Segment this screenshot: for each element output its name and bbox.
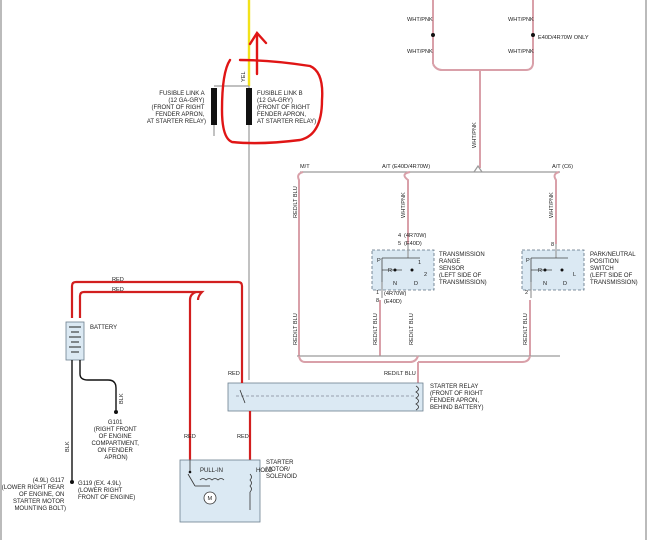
transmission-bus: M/T A/T (E40D/4R70W) A/T (C6) RED/LT BLU… <box>293 164 573 356</box>
switch-pos: P <box>377 258 381 264</box>
wire-label: RED <box>228 371 240 377</box>
wire-label: RED/LT BLU <box>293 186 299 218</box>
wire-label: RED <box>237 434 249 440</box>
wire-label: RED/LT BLU <box>373 313 379 345</box>
starter-motor-label: STARTER MOTOR/ SOLENOID <box>266 460 298 480</box>
transmission-range-sensor: 4 (4R70W) 5 (E40D) P R N D 2 1 1 (4R70W)… <box>371 233 487 356</box>
battery-section: RED RED RED RED RED BATTERY BLK BLK G101… <box>2 277 252 512</box>
switch-pos: D <box>563 281 567 287</box>
wire-label: WHT/PNK <box>407 49 433 55</box>
wire-label: RED/LT BLU <box>293 313 299 345</box>
wire-label: RED <box>184 434 196 440</box>
wire-label: RED/LT BLU <box>409 313 415 345</box>
switch-pos: L <box>573 272 576 278</box>
at-c6-label: A/T (C6) <box>552 164 573 170</box>
red-annotation <box>220 31 324 145</box>
pin-note: (E40D) <box>404 241 422 247</box>
switch-pos: R <box>538 268 542 274</box>
wire-label: RED <box>112 287 124 293</box>
fusible-link-b-label: FUSIBLE LINK B (12 GA-GRY) (FRONT OF RIG… <box>257 91 316 125</box>
fusible-link-a-label: FUSIBLE LINK A (12 GA-GRY) (FRONT OF RIG… <box>147 91 206 125</box>
wire-label: WHT/PNK <box>407 17 433 23</box>
switch-pos: D <box>414 281 418 287</box>
g101-label: G101 (RIGHT FRONT OF ENGINE COMPARTMENT,… <box>91 420 140 461</box>
lower-bus: RED/LT BLU RED/LT BLU RED/LT BLU <box>293 313 560 384</box>
motor-symbol: M <box>208 496 213 502</box>
wire-label: WHT/PNK <box>508 49 534 55</box>
battery-label: BATTERY <box>90 325 117 331</box>
switch-pos: 1 <box>418 260 421 266</box>
wire-label: RED/LT BLU <box>523 313 529 345</box>
top-wht-pnk-circuit: WHT/PNK WHT/PNK WHT/PNK WHT/PNK E40D/4R7… <box>407 0 589 168</box>
hold-label: HOLD <box>256 468 273 474</box>
wire-label: BLK <box>65 441 71 452</box>
at-e40d-label: A/T (E40D/4R70W) <box>382 164 430 170</box>
starter-relay: STARTER RELAY (FRONT OF RIGHT FENDER APR… <box>227 382 484 412</box>
fusible-link-b <box>246 88 252 125</box>
wire-label: RED/LT BLU <box>384 371 416 377</box>
wire-label: WHT/PNK <box>401 192 407 218</box>
fusible-link-a <box>211 88 217 125</box>
switch-pos: R <box>388 268 392 274</box>
mt-label: M/T <box>300 164 310 170</box>
wire-label: RED <box>112 277 124 283</box>
pin-label: 2 <box>525 290 528 296</box>
pin-label: 4 <box>398 233 401 239</box>
pin-note: (4R70W) <box>404 233 427 239</box>
e40d-only-label: E40D/4R70W ONLY <box>538 35 589 41</box>
starter-relay-label: STARTER RELAY (FRONT OF RIGHT FENDER APR… <box>430 384 484 411</box>
pin-note: (E40D) <box>384 299 402 305</box>
transmission-range-sensor-label: TRANSMISSION RANGE SENSOR (LEFT SIDE OF … <box>439 252 487 286</box>
g119-label: G119 (EX. 4.9L) (LOWER RIGHT FRONT OF EN… <box>78 481 135 501</box>
park-neutral-switch-label: PARK/NEUTRAL POSITION SWITCH (LEFT SIDE … <box>590 252 638 286</box>
wire-label: WHT/PNK <box>549 192 555 218</box>
pin-label: 8 <box>551 242 554 248</box>
pin-label: 5 <box>398 241 401 247</box>
wire-label: YEL <box>241 71 247 82</box>
fusible-link-section: YEL FUSIBLE LINK A (12 GA-GRY) (FRONT OF… <box>147 0 316 380</box>
switch-pos: N <box>393 281 397 287</box>
pin-note: (4R70W) <box>384 291 407 297</box>
switch-pos: P <box>526 258 530 264</box>
pin-label: 1 <box>376 290 379 296</box>
pull-in-label: PULL-IN <box>200 468 223 474</box>
wire-label: BLK <box>119 393 125 404</box>
wire-label: WHT/PNK <box>508 17 534 23</box>
wire-label: WHT/PNK <box>472 122 478 148</box>
pin-label: 8 <box>376 298 379 304</box>
g117-label: (4.9L) G117 (LOWER RIGHT REAR OF ENGINE,… <box>2 478 66 512</box>
park-neutral-position-switch: 8 P R N D L 2 RED/LT BLU PARK/NEUTRAL PO… <box>521 242 638 356</box>
switch-pos: 2 <box>424 272 427 278</box>
battery <box>65 321 85 361</box>
switch-pos: N <box>543 281 547 287</box>
starter-motor-solenoid: M PULL-IN HOLD STARTER MOTOR/ SOLENOID <box>179 459 298 523</box>
